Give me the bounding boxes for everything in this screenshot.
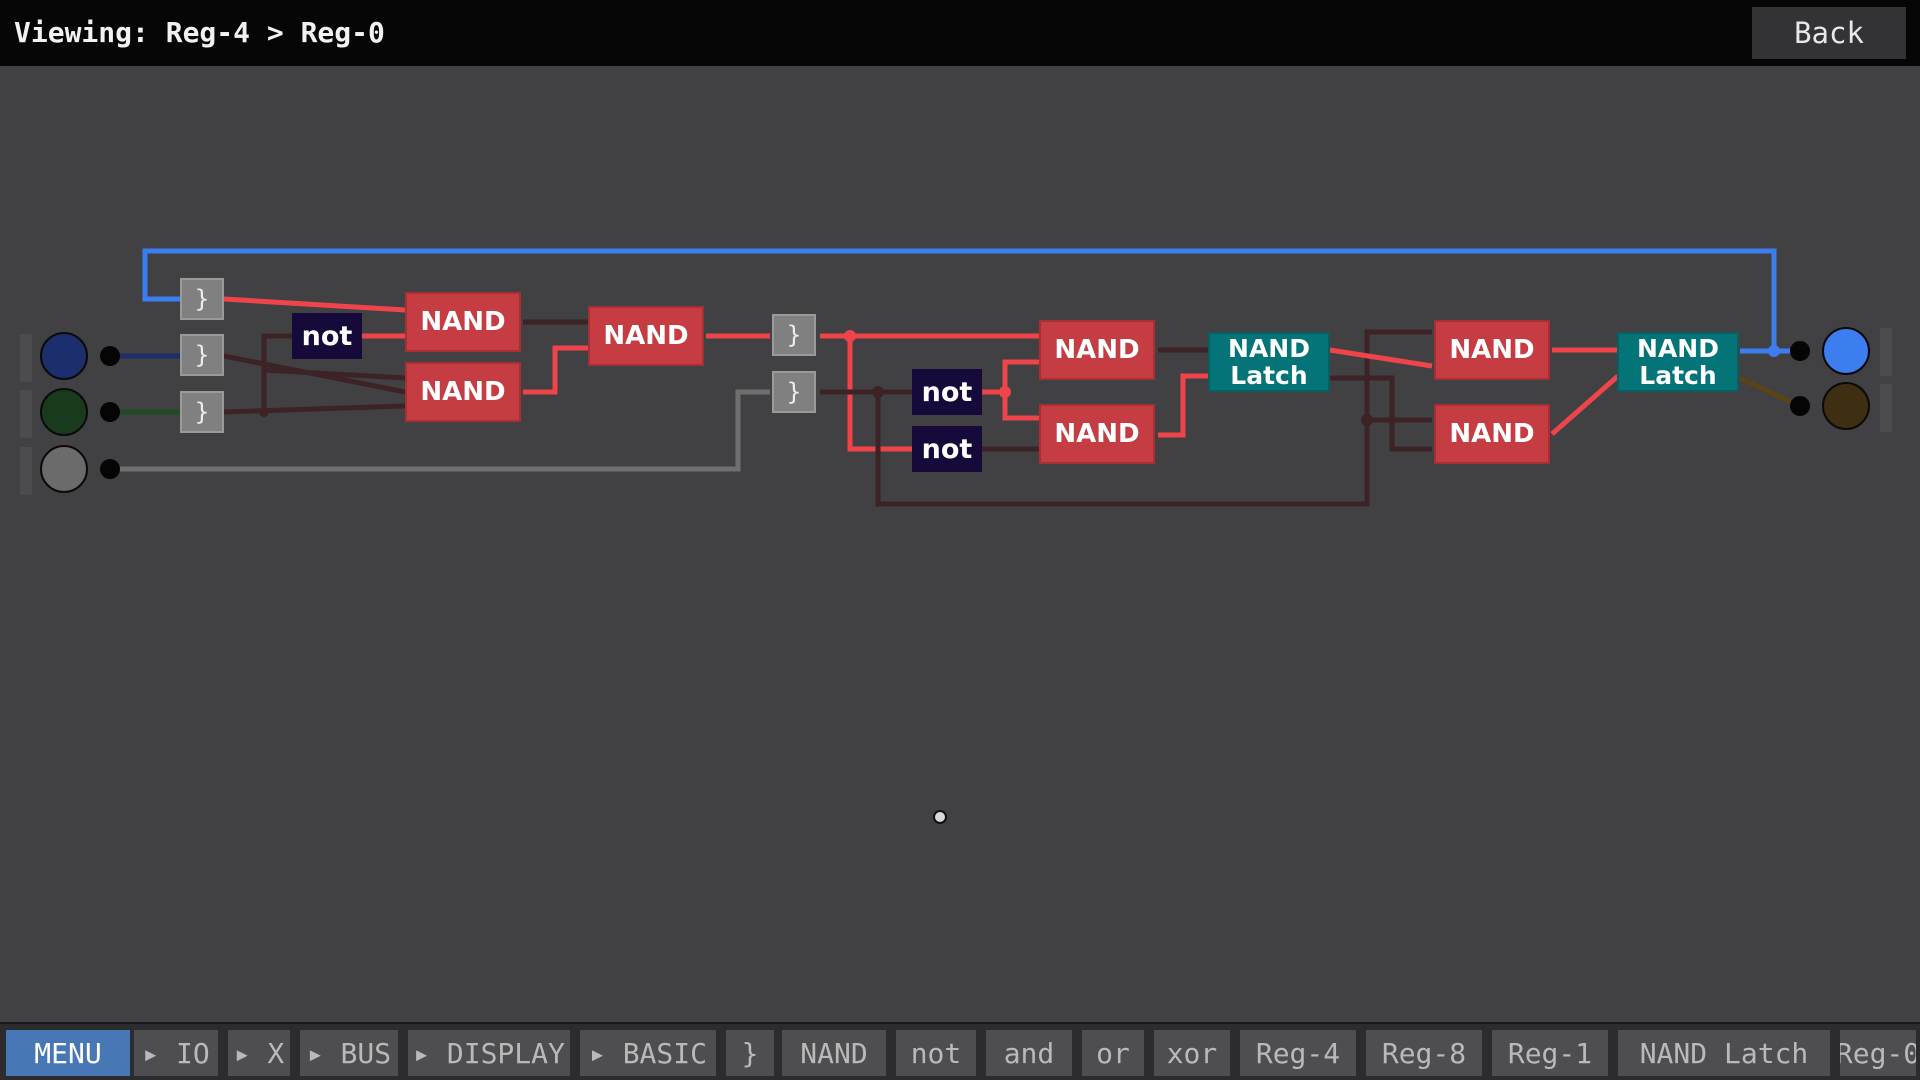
toolbar-xor-button[interactable]: xor <box>1154 1030 1230 1076</box>
circuit-canvas[interactable]: } } } } } not not not NAND NAND NAND NAN… <box>0 66 1920 1022</box>
toolbar-nand-button[interactable]: NAND <box>782 1030 886 1076</box>
nand-gate-5[interactable]: NAND <box>1039 404 1155 464</box>
not-gate-2[interactable]: not <box>912 369 982 415</box>
input-pin-1[interactable] <box>40 332 88 380</box>
wire-m <box>875 329 1432 507</box>
output-slot-1 <box>1880 328 1892 376</box>
nand-latch-1[interactable]: NAND Latch <box>1208 332 1330 392</box>
nand-gate-2[interactable]: NAND <box>405 362 521 422</box>
output-pin-1[interactable] <box>1822 327 1870 375</box>
not-gate-3[interactable]: not <box>912 426 982 472</box>
pin-dots <box>100 341 1810 479</box>
input-slot-3 <box>20 447 32 495</box>
output-slot-2 <box>1880 384 1892 432</box>
splitter-5[interactable]: } <box>772 371 816 413</box>
input-pin-2[interactable] <box>40 388 88 436</box>
nand-gate-4[interactable]: NAND <box>1039 320 1155 380</box>
not-gate-1[interactable]: not <box>292 313 362 359</box>
back-button[interactable]: Back <box>1752 7 1906 59</box>
nand-latch-2[interactable]: NAND Latch <box>1617 332 1739 392</box>
toolbar-not-button[interactable]: not <box>896 1030 976 1076</box>
wire-s <box>1329 347 1433 369</box>
toolbar-splitter-button[interactable]: } <box>726 1030 774 1076</box>
nand-gate-3[interactable]: NAND <box>588 306 704 366</box>
wire-c <box>261 333 298 412</box>
wire-d <box>263 367 406 381</box>
toolbar-io-button[interactable]: ▸ IO <box>134 1030 218 1076</box>
wire-r <box>1158 373 1210 438</box>
input-slot-1 <box>20 334 32 382</box>
nand-gate-1[interactable]: NAND <box>405 292 521 352</box>
toolbar-nand-latch-button[interactable]: NAND Latch <box>1618 1030 1830 1076</box>
toolbar-basic-button[interactable]: ▸ BASIC <box>580 1030 716 1076</box>
wire-f <box>223 296 406 313</box>
wire-t <box>1330 375 1432 452</box>
wire-h <box>523 345 590 395</box>
nand-gate-6[interactable]: NAND <box>1434 320 1550 380</box>
breadcrumb-title: Viewing: Reg-4 > Reg-0 <box>14 16 385 49</box>
toolbar-display-button[interactable]: ▸ DISPLAY <box>408 1030 570 1076</box>
toolbar-reg-1-button[interactable]: Reg-1 <box>1492 1030 1608 1076</box>
nand-gate-7[interactable]: NAND <box>1434 404 1550 464</box>
toolbar-or-button[interactable]: or <box>1082 1030 1144 1076</box>
input-pin-3[interactable] <box>40 445 88 493</box>
top-bar: Viewing: Reg-4 > Reg-0 Back <box>0 0 1920 66</box>
wire-joints <box>259 330 1780 426</box>
toolbar-bus-button[interactable]: ▸ BUS <box>300 1030 398 1076</box>
splitter-2[interactable]: } <box>180 334 224 376</box>
splitter-1[interactable]: } <box>180 278 224 320</box>
wires-layer <box>100 248 1810 507</box>
wire-k <box>847 336 912 452</box>
input-slot-2 <box>20 390 32 438</box>
toolbar-menu-button[interactable]: MENU <box>6 1030 130 1076</box>
cursor-icon <box>933 810 947 824</box>
toolbar-x-button[interactable]: ▸ X <box>228 1030 290 1076</box>
toolbar-reg-8-button[interactable]: Reg-8 <box>1366 1030 1482 1076</box>
wire-w <box>1550 374 1620 436</box>
wire-b <box>223 403 406 415</box>
wire-input-3 <box>110 389 770 472</box>
toolbar-reg-4-button[interactable]: Reg-4 <box>1240 1030 1356 1076</box>
wire-n <box>982 359 1040 395</box>
toolbar-and-button[interactable]: and <box>986 1030 1072 1076</box>
splitter-3[interactable]: } <box>180 391 224 433</box>
splitter-4[interactable]: } <box>772 314 816 356</box>
output-pin-2[interactable] <box>1822 382 1870 430</box>
toolbar-reg-0-button[interactable]: Reg-0 <box>1840 1030 1916 1076</box>
wire-o <box>1002 392 1040 421</box>
